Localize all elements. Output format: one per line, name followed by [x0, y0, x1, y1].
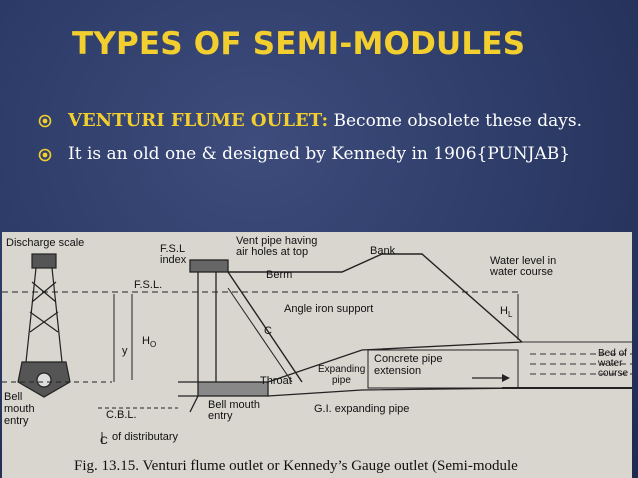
label-expanding-2: pipe: [332, 375, 351, 386]
outlet-structure: [178, 259, 269, 413]
label-water-level: Water level in: [490, 255, 556, 267]
label-gi-pipe: G.I. expanding pipe: [314, 403, 409, 415]
label-bank: Bank: [370, 245, 396, 257]
expanding-pipe-bottom: [267, 387, 523, 397]
venturi-flume-diagram: Discharge scale F.S.L index Vent pipe ha…: [2, 232, 632, 478]
circled-dot-bullet-icon: [38, 114, 52, 128]
label-throat: Throat: [260, 375, 292, 387]
angle-iron-slope: [227, 271, 303, 383]
slide-title: TYPES OF SEMI-MODULES: [72, 26, 526, 62]
label-bell-left-3: entry: [4, 415, 29, 427]
bullet-item: It is an old one & designed by Kennedy i…: [38, 142, 618, 167]
label-berm: Berm: [266, 269, 292, 281]
label-vent-pipe-2: air holes at top: [236, 246, 308, 258]
label-discharge-scale: Discharge scale: [6, 237, 84, 249]
discharge-scale-tower: [17, 253, 71, 398]
label-vent-pipe: Vent pipe having: [236, 235, 317, 247]
label-bed-of-3: course: [598, 368, 628, 379]
label-ho: HO: [142, 335, 156, 349]
label-bell-left: Bell: [4, 391, 22, 403]
label-fsl-index-2: index: [160, 254, 187, 266]
label-bell-mouth-2: entry: [208, 410, 233, 422]
label-y: y: [122, 345, 128, 357]
label-concrete-pipe-2: extension: [374, 365, 421, 377]
bank-outline: [228, 253, 523, 343]
label-c: C: [264, 325, 272, 337]
bullet-list: VENTURI FLUME OULET: Become obsolete the…: [38, 108, 618, 175]
circled-dot-bullet-icon: [38, 148, 52, 162]
label-expanding: Expanding: [318, 364, 365, 375]
label-bed-of-2: water: [597, 358, 623, 369]
watercourse-water: [522, 341, 632, 375]
expanding-pipe-top: [267, 341, 523, 383]
diagram-svg: Discharge scale F.S.L index Vent pipe ha…: [2, 235, 632, 474]
label-cbl: C.B.L.: [106, 409, 137, 421]
label-concrete-pipe: Concrete pipe: [374, 353, 443, 365]
label-bed-of: Bed of: [598, 348, 627, 359]
bullet-heading: VENTURI FLUME OULET:: [68, 110, 329, 131]
label-bell-mouth: Bell mouth: [208, 399, 260, 411]
label-water-level-2: water course: [489, 266, 553, 278]
label-bell-left-2: mouth: [4, 403, 35, 415]
label-cl-distributary: of distributary: [112, 431, 179, 443]
label-angle-iron: Angle iron support: [284, 303, 373, 315]
bullet-text: Become obsolete these days.: [328, 111, 583, 131]
label-fsl: F.S.L.: [134, 279, 162, 291]
label-hl: HL: [500, 305, 513, 319]
bullet-item: VENTURI FLUME OULET: Become obsolete the…: [38, 108, 618, 134]
figure-caption: Fig. 13.15. Venturi flume outlet or Kenn…: [74, 458, 518, 474]
label-fsl-index: F.S.L: [160, 243, 185, 255]
label-cl-symbol: C: [100, 435, 108, 447]
bullet-text: It is an old one & designed by Kennedy i…: [68, 144, 571, 164]
